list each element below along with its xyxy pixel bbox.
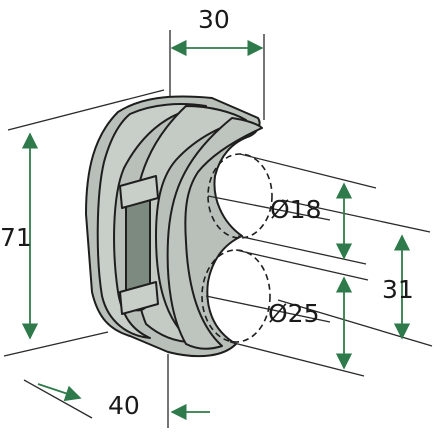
bore-large-outline [201,249,271,343]
front-ridge [166,117,263,350]
label-bore-large: Ø25 [268,299,320,328]
arrow-depth-left [37,383,82,402]
label-height-left: 71 [0,223,32,252]
label-bore-spacing: 31 [382,275,414,304]
label-width-top: 30 [198,5,230,34]
bracket-part [85,95,263,358]
label-depth-bottom: 40 [108,391,140,420]
label-bore-small: Ø18 [270,195,322,224]
dimension-arrows [21,39,411,421]
cross-bar-lower [119,281,159,315]
cross-bar-upper [119,175,159,209]
extension-lines [3,30,433,428]
